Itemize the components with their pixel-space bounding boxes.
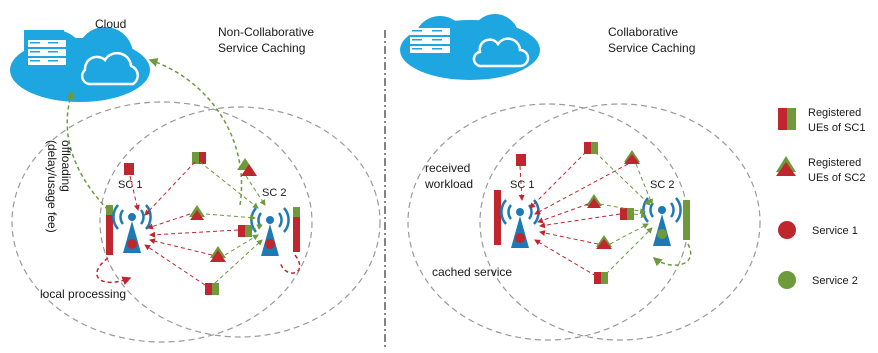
legend-service2-icon xyxy=(778,271,796,289)
offloading-arrow-sc2 xyxy=(148,58,243,206)
offloading-label: offloading (delay/usage fee) xyxy=(45,140,73,233)
legend-ue-sc2-line1: Registered xyxy=(808,157,861,169)
cloud-icon xyxy=(10,27,150,102)
right-sc2-label: SC 2 xyxy=(650,179,674,191)
left-sc2-local-loop xyxy=(279,254,301,274)
right-sc2-bar xyxy=(683,200,690,240)
legend-service1-label: Service 1 xyxy=(812,225,858,237)
right-sc1-label: SC 1 xyxy=(510,179,534,191)
right-sc1-bar xyxy=(494,190,501,245)
right-sc1-service-icon xyxy=(515,233,525,243)
legend-ue-sc1-icon xyxy=(778,108,796,130)
right-title-line2: Service Caching xyxy=(608,41,695,55)
left-sc2-service-icon xyxy=(265,239,275,249)
left-sc1-label: SC 1 xyxy=(118,179,142,191)
left-sc1-local-loop xyxy=(96,257,132,285)
left-ue-links xyxy=(129,161,266,286)
right-sc2-service-icon xyxy=(657,229,667,239)
sc1-coverage-circle xyxy=(11,101,313,343)
left-sc2-bar xyxy=(293,207,300,252)
left-title-line1: Non-Collaborative xyxy=(218,25,314,39)
local-processing-label: local processing xyxy=(40,287,126,301)
right-sc1-coverage-circle xyxy=(407,103,689,341)
right-ue-icons xyxy=(516,142,640,284)
received-label-line2: workload xyxy=(424,177,473,191)
cloud-label: Cloud xyxy=(95,17,126,31)
left-sc1-bar xyxy=(106,205,113,255)
left-sc1-service-icon xyxy=(127,239,137,249)
legend-service1-icon xyxy=(778,221,796,239)
legend-ue-sc1-line1: Registered xyxy=(808,107,861,119)
left-ue-icons xyxy=(124,152,257,295)
right-sc2-local-loop xyxy=(652,243,692,267)
right-title-line1: Collaborative xyxy=(608,25,678,39)
right-ue-links xyxy=(518,151,653,277)
cached-service-label: cached service xyxy=(432,265,512,279)
left-sc2-label: SC 2 xyxy=(262,187,286,199)
right-server-icon xyxy=(400,14,540,80)
legend-service2-label: Service 2 xyxy=(812,275,858,287)
legend-ue-sc2-icon xyxy=(776,156,796,176)
offloading-arrow-sc1 xyxy=(65,90,109,211)
sc2-coverage-circle xyxy=(99,106,381,338)
svg-text:offloading: offloading xyxy=(59,140,73,192)
left-title-line2: Service Caching xyxy=(218,41,305,55)
legend-ue-sc2-line2: UEs of SC2 xyxy=(808,172,865,184)
svg-text:(delay/usage fee): (delay/usage fee) xyxy=(45,140,59,233)
received-label-line1: received xyxy=(425,161,470,175)
legend-ue-sc1-line2: UEs of SC1 xyxy=(808,122,865,134)
right-sc2-coverage-circle xyxy=(479,103,761,341)
